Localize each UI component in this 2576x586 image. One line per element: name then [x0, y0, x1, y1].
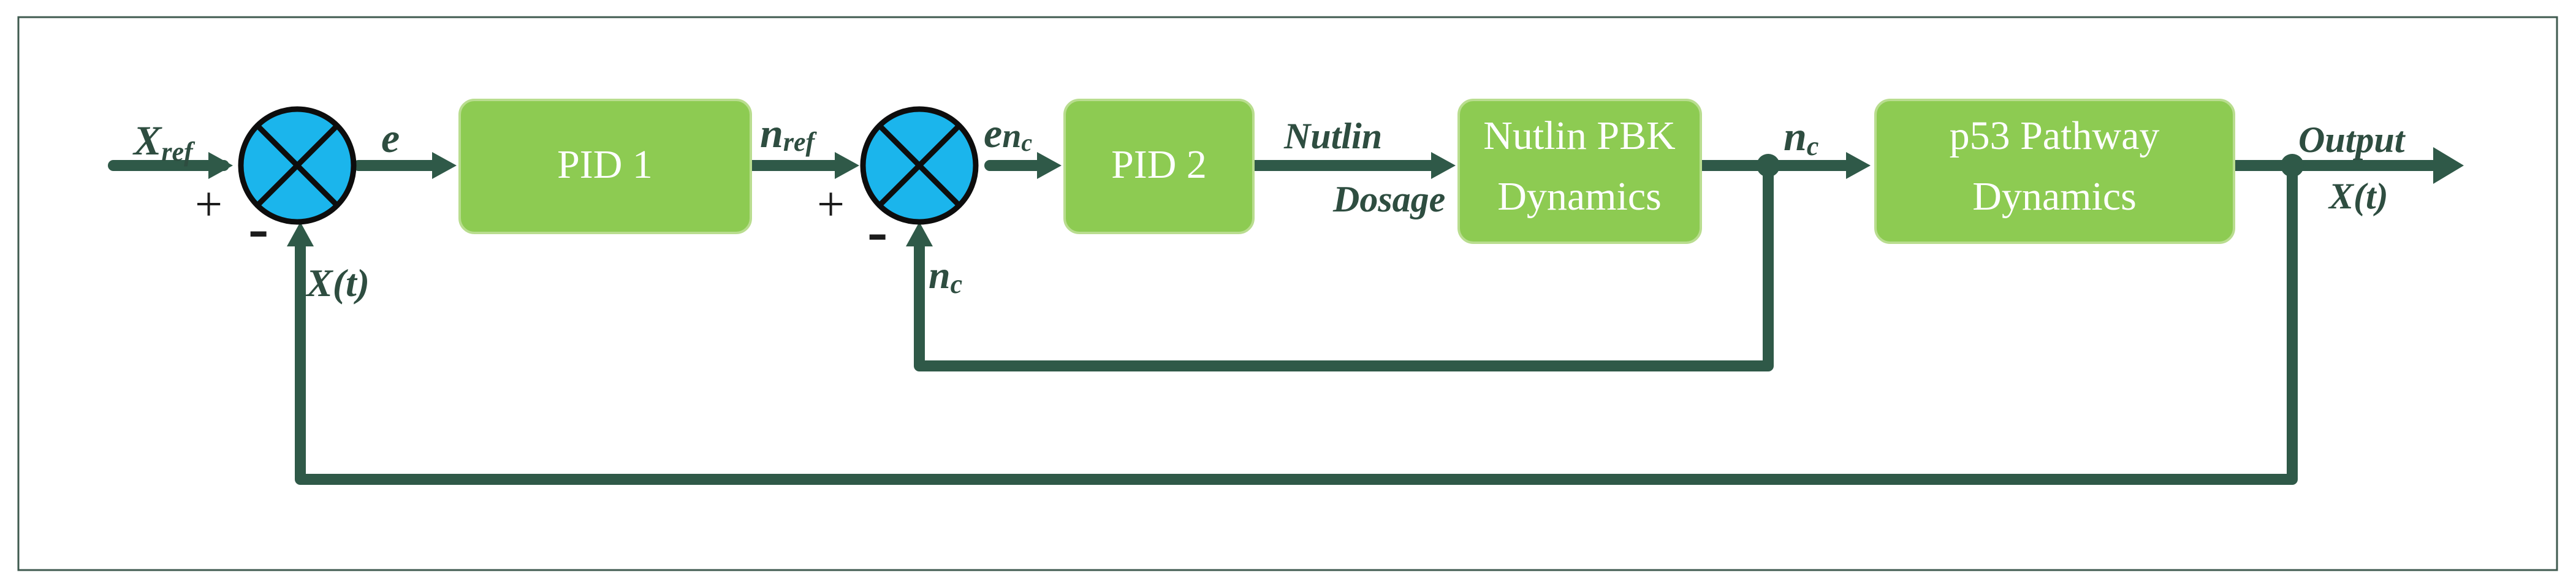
e-signal-arrowhead: [432, 152, 457, 179]
plus-sign-2: +: [817, 178, 845, 232]
minus-sign-2: -: [867, 197, 887, 265]
enc-signal-arrowhead: [1037, 152, 1062, 179]
dosage-label: Dosage: [1332, 179, 1445, 219]
nutlin-dosage-arrowhead: [1431, 152, 1456, 179]
nref-label: nref: [760, 110, 817, 157]
feedback-nc-label: nc: [929, 253, 962, 299]
p53-pathway-label-line2: Dynamics: [1972, 174, 2137, 219]
input-xref-arrowhead: [208, 152, 233, 179]
plus-sign-1: +: [195, 178, 222, 232]
outer-feedback-arrowhead: [287, 222, 314, 246]
summing-junction-2: [860, 106, 979, 225]
e-label: e: [381, 115, 400, 161]
inner-feedback-line: [914, 160, 1774, 371]
nc-label: nc: [1784, 113, 1818, 161]
nc-junction-dot: [1757, 154, 1780, 177]
output-xt-label: X(t): [2328, 176, 2388, 216]
feedback-xt-label: X(t): [305, 261, 370, 305]
pid2-label: PID 2: [1111, 142, 1207, 187]
minus-sign-1: -: [248, 194, 268, 262]
output-arrowhead: [2433, 147, 2464, 184]
inner-feedback-arrowhead: [906, 222, 933, 246]
nutlin-pbk-label-line2: Dynamics: [1497, 174, 1662, 219]
enc-label: enc: [984, 110, 1032, 156]
pid1-label: PID 1: [557, 142, 653, 187]
nutlin-label: Nutlin: [1283, 116, 1382, 156]
output-junction-dot: [2281, 154, 2304, 177]
nutlin-pbk-block: Nutlin PBK Dynamics: [1457, 99, 1702, 244]
p53-pathway-label-line1: p53 Pathway: [1950, 113, 2160, 158]
p53-pathway-block: p53 Pathway Dynamics: [1874, 99, 2235, 244]
summing-junction-1: [238, 106, 357, 225]
outer-feedback-line: [295, 160, 2298, 485]
nutlin-pbk-label-line1: Nutlin PBK: [1483, 113, 1676, 158]
nc-signal-arrowhead: [1846, 152, 1871, 179]
xref-label: Xref: [132, 117, 196, 167]
pid1-block: PID 1: [458, 99, 752, 234]
pid2-block: PID 2: [1063, 99, 1255, 234]
output-label: Output: [2298, 120, 2406, 160]
nref-signal-arrowhead: [835, 152, 859, 179]
